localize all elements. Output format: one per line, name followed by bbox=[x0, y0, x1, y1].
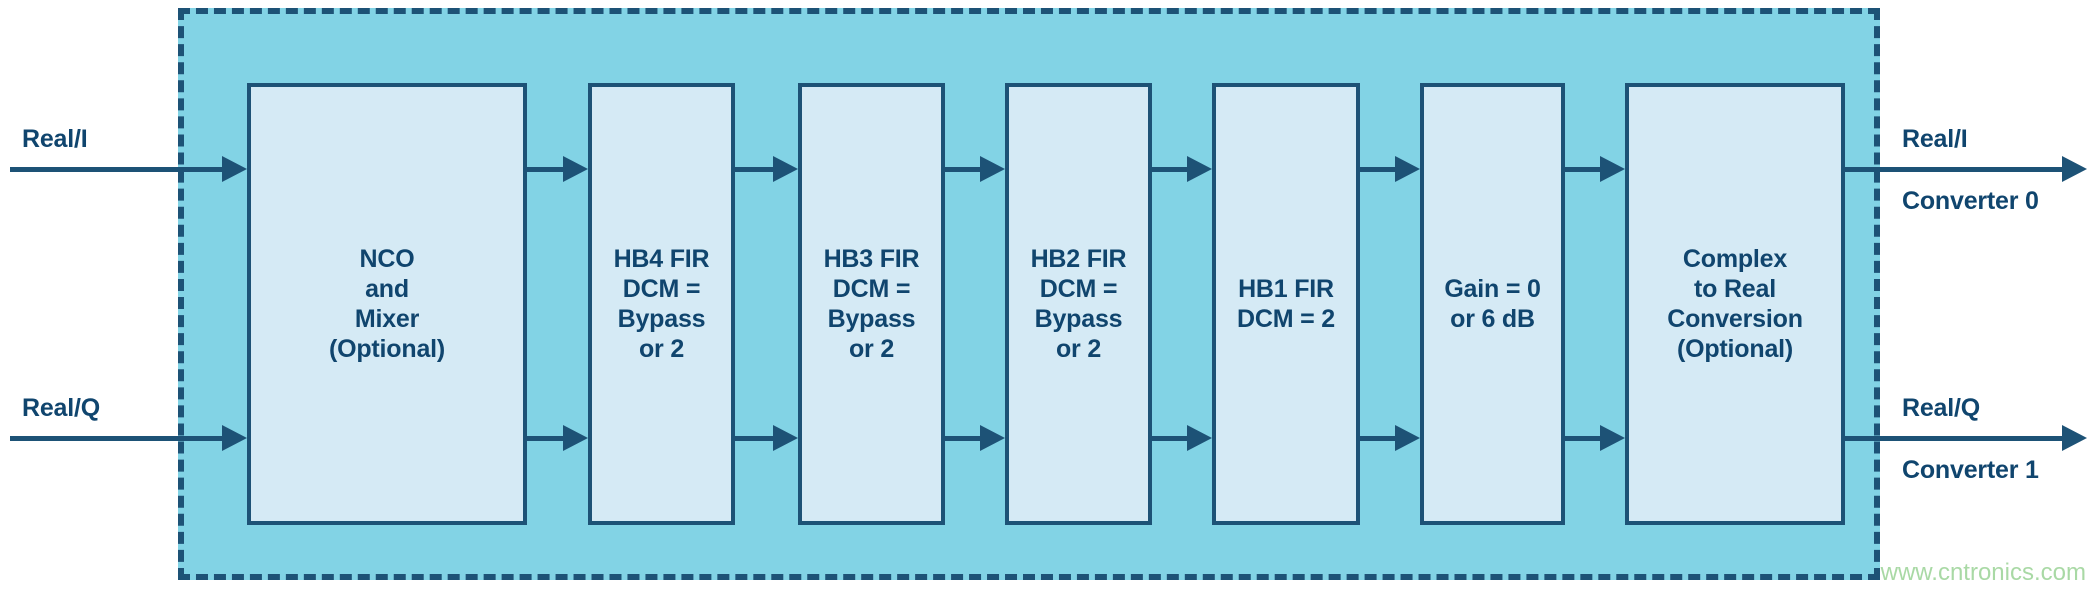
block-gain[interactable]: Gain = 0 or 6 dB bbox=[1420, 83, 1565, 525]
arrow-hb1-to-gain-q bbox=[1395, 425, 1420, 451]
wire-hb2-to-hb1-q bbox=[1152, 436, 1187, 441]
arrow-hb3-to-hb2-q bbox=[980, 425, 1005, 451]
arrow-nco-to-hb4-q bbox=[563, 425, 588, 451]
watermark-text: www.cntronics.com bbox=[1880, 559, 2086, 586]
arrow-hb2-to-hb1-i bbox=[1187, 156, 1212, 182]
wire-gain-to-complex-q bbox=[1565, 436, 1600, 441]
block-hb3-fir-line-2: DCM = bbox=[832, 275, 911, 303]
output-wire-q bbox=[1845, 436, 2065, 441]
block-gain-line-1: Gain = 0 bbox=[1444, 275, 1541, 303]
input-label-i: Real/I bbox=[22, 125, 88, 153]
wire-gain-to-complex-i bbox=[1565, 167, 1600, 172]
block-hb4-fir-line-2: DCM = bbox=[622, 275, 701, 303]
block-hb1-fir-line-1: HB1 FIR bbox=[1238, 275, 1334, 303]
block-hb2-fir-line-4: or 2 bbox=[1055, 335, 1102, 363]
arrow-hb4-to-hb3-i bbox=[773, 156, 798, 182]
input-arrow-i bbox=[222, 156, 247, 182]
output-arrow-q bbox=[2062, 425, 2087, 451]
arrow-hb1-to-gain-i bbox=[1395, 156, 1420, 182]
arrow-gain-to-complex-i bbox=[1600, 156, 1625, 182]
block-complex-to-real-line-4: (Optional) bbox=[1676, 335, 1794, 363]
block-hb1-fir-line-2: DCM = 2 bbox=[1237, 305, 1335, 333]
block-hb4-fir-line-4: or 2 bbox=[638, 335, 685, 363]
block-hb4-fir-line-1: HB4 FIR bbox=[613, 245, 710, 273]
arrow-hb4-to-hb3-q bbox=[773, 425, 798, 451]
block-hb3-fir-line-1: HB3 FIR bbox=[823, 245, 920, 273]
output-arrow-i bbox=[2062, 156, 2087, 182]
arrow-hb3-to-hb2-i bbox=[980, 156, 1005, 182]
block-nco-mixer-line-2: and bbox=[365, 275, 409, 303]
block-nco-mixer-line-4: (Optional) bbox=[328, 335, 446, 363]
input-wire-i bbox=[10, 167, 222, 172]
block-nco-mixer-line-1: NCO bbox=[359, 245, 415, 273]
block-hb2-fir-line-3: Bypass bbox=[1034, 305, 1123, 333]
wire-hb1-to-gain-i bbox=[1360, 167, 1395, 172]
block-hb1-fir[interactable]: HB1 FIR DCM = 2 bbox=[1212, 83, 1360, 525]
wire-nco-to-hb4-i bbox=[527, 167, 563, 172]
block-hb2-fir-line-2: DCM = bbox=[1039, 275, 1118, 303]
block-complex-to-real[interactable]: Complex to Real Conversion (Optional) bbox=[1625, 83, 1845, 525]
input-label-q: Real/Q bbox=[22, 394, 100, 422]
output-label-q: Real/Q bbox=[1902, 394, 1980, 422]
wire-hb2-to-hb1-i bbox=[1152, 167, 1187, 172]
block-hb4-fir-line-3: Bypass bbox=[617, 305, 706, 333]
wire-hb1-to-gain-q bbox=[1360, 436, 1395, 441]
arrow-hb2-to-hb1-q bbox=[1187, 425, 1212, 451]
arrow-gain-to-complex-q bbox=[1600, 425, 1625, 451]
output-label-i: Real/I bbox=[1902, 125, 1968, 153]
block-gain-line-2: or 6 dB bbox=[1450, 305, 1535, 333]
block-nco-mixer[interactable]: NCO and Mixer (Optional) bbox=[247, 83, 527, 525]
output-sublabel-converter-0: Converter 0 bbox=[1902, 187, 2039, 215]
output-sublabel-converter-1: Converter 1 bbox=[1902, 456, 2039, 484]
block-hb4-fir[interactable]: HB4 FIR DCM = Bypass or 2 bbox=[588, 83, 735, 525]
output-wire-i bbox=[1845, 167, 2065, 172]
block-complex-to-real-line-2: to Real bbox=[1694, 275, 1776, 303]
arrow-nco-to-hb4-i bbox=[563, 156, 588, 182]
wire-hb3-to-hb2-q bbox=[945, 436, 980, 441]
wire-nco-to-hb4-q bbox=[527, 436, 563, 441]
block-hb3-fir-line-3: Bypass bbox=[827, 305, 916, 333]
input-arrow-q bbox=[222, 425, 247, 451]
block-hb3-fir[interactable]: HB3 FIR DCM = Bypass or 2 bbox=[798, 83, 945, 525]
wire-hb4-to-hb3-q bbox=[735, 436, 773, 441]
block-hb2-fir-line-1: HB2 FIR bbox=[1030, 245, 1127, 273]
block-complex-to-real-line-3: Conversion bbox=[1667, 305, 1803, 333]
wire-hb3-to-hb2-i bbox=[945, 167, 980, 172]
input-wire-q bbox=[10, 436, 222, 441]
wire-hb4-to-hb3-i bbox=[735, 167, 773, 172]
block-complex-to-real-line-1: Complex bbox=[1682, 245, 1788, 273]
block-hb2-fir[interactable]: HB2 FIR DCM = Bypass or 2 bbox=[1005, 83, 1152, 525]
block-nco-mixer-line-3: Mixer bbox=[354, 305, 420, 333]
block-hb3-fir-line-4: or 2 bbox=[848, 335, 895, 363]
